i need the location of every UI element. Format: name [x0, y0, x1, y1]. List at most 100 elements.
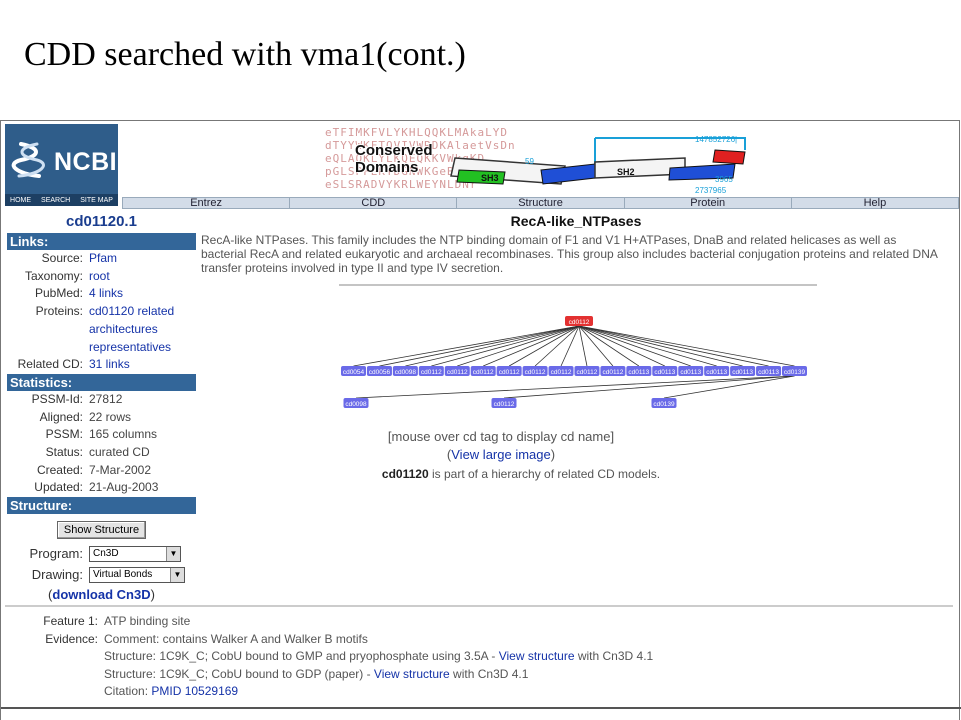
seq-number: 59 [525, 157, 534, 166]
program-label: Program: [29, 546, 83, 562]
structure-evidence-1: Structure: 1C9K_C; CobU bound to GMP and… [104, 648, 653, 666]
hierarchy-grandchild-node[interactable]: cd0112 [491, 398, 517, 408]
drawing-select[interactable]: Virtual Bonds ▼ [89, 566, 185, 583]
hierarchy-child-node[interactable]: cd0113 [626, 366, 652, 376]
left-panel: cd01120.1 Links: Source:Pfam Taxonomy:ro… [7, 213, 196, 602]
program-select[interactable]: Cn3D ▼ [89, 545, 181, 562]
svg-text:cd0112: cd0112 [569, 319, 590, 326]
structure-2-text: Structure: 1C9K_C; CobU bound to GDP (pa… [104, 666, 374, 681]
svg-text:cd0054: cd0054 [343, 369, 365, 376]
nav-entrez[interactable]: Entrez [123, 198, 291, 209]
status-label: Status: [45, 445, 83, 460]
view-large-image-link[interactable]: View large image [451, 447, 551, 462]
view-large-row: (View large image) [201, 447, 801, 462]
top-nav: Entrez CDD Structure Protein Help [122, 197, 959, 209]
sh2-label: SH2 [617, 167, 635, 177]
pubmed-link[interactable]: 4 links [89, 286, 124, 301]
seq-line: dTYYWKFTQVIVWRDKAlaetVsDn [325, 139, 516, 152]
domain-graphic: SH3 SH2 147852726| 3965 2737965 59 [450, 135, 746, 195]
hierarchy-grandchild-node[interactable]: cd0098 [343, 398, 369, 408]
svg-text:cd0112: cd0112 [447, 369, 468, 376]
view-structure-link-2[interactable]: View structure [373, 666, 450, 681]
seq-number: 2737965 [695, 186, 727, 195]
bottom-rule [1, 707, 961, 709]
hierarchy-child-node[interactable]: cd0113 [756, 366, 782, 376]
search-link[interactable]: SEARCH [41, 196, 71, 204]
show-structure-button[interactable]: Show Structure [56, 521, 147, 540]
svg-text:cd0139: cd0139 [653, 401, 675, 408]
pmid-link[interactable]: PMID 10529169 [151, 684, 239, 699]
hierarchy-child-node[interactable]: cd0112 [496, 366, 522, 376]
domains-line: Domains [355, 159, 419, 176]
section-divider [5, 605, 953, 607]
home-link[interactable]: HOME [10, 196, 32, 204]
view-structure-link-1[interactable]: View structure [498, 649, 575, 664]
related-cd-label: Related CD: [17, 357, 83, 372]
citation-row: Citation: PMID 10529169 [104, 683, 238, 701]
sequence-background: eTFIMKFVLYKHLQQKLMAkaLYD dTYYWKFTQVIVWRD… [325, 126, 755, 194]
hierarchy-child-node[interactable]: cd0098 [392, 366, 418, 376]
structure-1-tail: with Cn3D 4.1 [574, 649, 654, 664]
logo-links: HOME SEARCH SITE MAP [5, 194, 118, 206]
hierarchy-grandchild-node[interactable]: cd0139 [651, 398, 677, 408]
structure-header: Structure: [7, 497, 196, 515]
hierarchy-text: is part of a hierarchy of related CD mod… [428, 467, 661, 481]
taxonomy-link[interactable]: root [89, 268, 110, 283]
source-link[interactable]: Pfam [89, 251, 118, 265]
spacer [7, 321, 89, 339]
hierarchy-child-node[interactable]: cd0112 [418, 366, 444, 376]
feature-value: ATP binding site [104, 614, 191, 628]
seq-line: eQLAQKLYLKQEQKKVWkqKD [325, 152, 486, 165]
nav-structure[interactable]: Structure [457, 198, 625, 209]
representatives-link[interactable]: representatives [89, 339, 172, 354]
hierarchy-child-node[interactable]: cd0113 [730, 366, 756, 376]
program-value: Cn3D [93, 547, 119, 559]
nav-cdd[interactable]: CDD [290, 198, 458, 209]
hierarchy-child-node[interactable]: cd0139 [782, 366, 807, 376]
hierarchy-child-node[interactable]: cd0112 [574, 366, 600, 376]
svg-text:cd0056: cd0056 [369, 369, 391, 376]
hierarchy-root-node[interactable]: cd0112 [565, 316, 593, 326]
architectures-link[interactable]: architectures [89, 321, 158, 336]
hierarchy-child-node[interactable]: cd0054 [341, 366, 366, 376]
drawing-value: Virtual Bonds [93, 568, 153, 580]
seq-line: eTFIMKFVLYKHLQQKLMAkaLYD [325, 126, 508, 139]
cd-description: RecA-like NTPases. This family includes … [201, 233, 938, 275]
aligned-label: Aligned: [39, 409, 83, 424]
nav-help[interactable]: Help [863, 197, 887, 209]
hierarchy-child-node[interactable]: cd0056 [366, 366, 392, 376]
site-map-link[interactable]: SITE MAP [80, 196, 113, 204]
hierarchy-child-node[interactable]: cd0113 [652, 366, 678, 376]
chevron-down-icon[interactable]: ▼ [170, 567, 184, 582]
sh3-label: SH3 [481, 173, 499, 183]
hierarchy-child-node[interactable]: cd0112 [444, 366, 470, 376]
browser-frame: NCBI HOME SEARCH SITE MAP eTFIMKFVLYKHLQ… [0, 120, 961, 720]
hierarchy-child-node[interactable]: cd0112 [600, 366, 626, 376]
hierarchy-child-node[interactable]: cd0112 [548, 366, 574, 376]
seq-number: 147852726| [695, 135, 737, 144]
chevron-down-icon[interactable]: ▼ [166, 546, 180, 561]
hierarchy-child-node[interactable]: cd0112 [470, 366, 496, 376]
hierarchy-child-node[interactable]: cd0112 [522, 366, 548, 376]
feature-label: Feature 1: [43, 614, 98, 628]
svg-text:cd0112: cd0112 [577, 369, 598, 376]
citation-label: Citation: [104, 684, 152, 699]
related-cd-link[interactable]: 31 links [89, 357, 130, 372]
paren: ( [446, 447, 452, 462]
download-cn3d-link[interactable]: download Cn3D [52, 587, 151, 603]
hierarchy-child-node[interactable]: cd0113 [678, 366, 704, 376]
ncbi-logo[interactable]: NCBI HOME SEARCH SITE MAP [5, 124, 118, 206]
hierarchy-child-node[interactable]: cd0113 [704, 366, 730, 376]
svg-text:cd0112: cd0112 [494, 401, 515, 408]
pssm-id-label: PSSM-Id: [31, 391, 83, 406]
slide-title: CDD searched with vma1(cont.) [24, 36, 466, 73]
status-value: curated CD [89, 445, 150, 460]
nav-protein[interactable]: Protein [625, 198, 792, 209]
conserved-domains-label: Conserved Domains [355, 142, 433, 176]
hierarchy-cd-id: cd01120 [381, 467, 429, 481]
svg-text:cd0139: cd0139 [784, 369, 806, 376]
paren: ) [550, 447, 556, 462]
seq-number: 3965 [715, 175, 733, 184]
proteins-related-link[interactable]: cd01120 related [89, 304, 175, 319]
